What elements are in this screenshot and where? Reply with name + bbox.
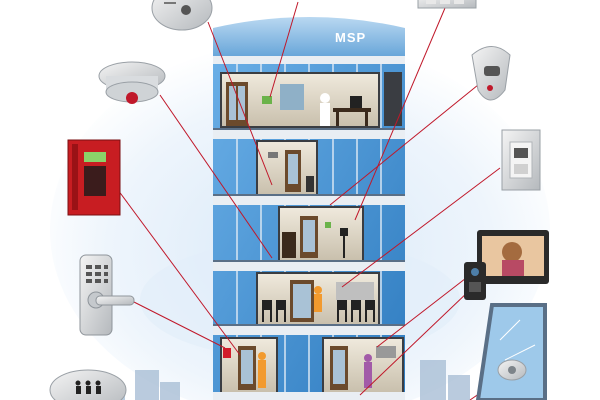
building-roof	[213, 17, 405, 62]
motion-sensor-icon	[471, 46, 511, 101]
floor-bands	[213, 130, 405, 400]
smoke-detector-icon	[151, 0, 213, 31]
callout-lines	[117, 1, 503, 400]
building: MSP	[213, 17, 405, 400]
room-floor-5	[220, 337, 404, 392]
heat-detector-icon	[98, 61, 166, 104]
keypad-lock-icon	[79, 254, 135, 336]
room-office-top	[220, 72, 402, 128]
door-station-icon	[464, 262, 486, 300]
floor-edges	[213, 128, 405, 326]
room-floor-4-lobby	[256, 272, 380, 324]
fire-alarm-panel-icon	[67, 139, 121, 216]
wall-switch-icon	[417, 0, 477, 9]
building-label: MSP	[335, 30, 366, 45]
sounder-icon	[49, 369, 127, 400]
glass-break-sensor-icon	[497, 359, 527, 381]
window-frame	[475, 303, 547, 400]
occupancy-switch-icon	[501, 129, 541, 191]
roof-band	[213, 56, 405, 64]
video-intercom-monitor-icon	[477, 230, 549, 284]
room-floor-3	[278, 206, 364, 260]
room-floor-2	[256, 140, 318, 194]
